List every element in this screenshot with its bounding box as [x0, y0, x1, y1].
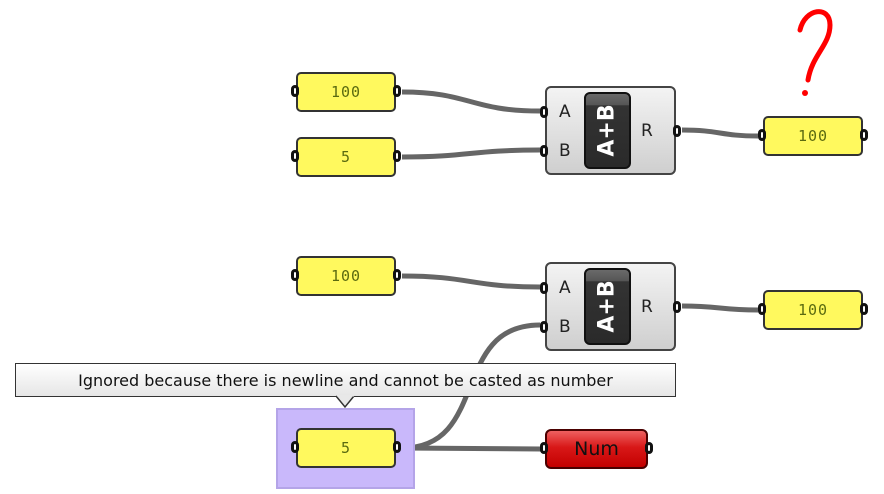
panel-bottom-a[interactable]: 100 [291, 256, 401, 296]
tooltip: Ignored because there is newline and can… [15, 363, 676, 397]
addition-component-bottom[interactable]: A B A+B R [540, 262, 681, 351]
component-icon: A+B [584, 92, 631, 169]
num-parameter[interactable]: Num [540, 429, 653, 469]
wire-top-r [681, 127, 759, 139]
input-grip[interactable] [758, 129, 766, 141]
input-grip[interactable] [540, 442, 548, 454]
output-grip[interactable] [393, 85, 401, 97]
input-a-grip[interactable] [540, 282, 548, 294]
input-grip[interactable] [758, 303, 766, 315]
output-r-grip[interactable] [673, 125, 681, 137]
wire-bottom-a [401, 273, 541, 290]
wire-bottom-r [681, 303, 759, 313]
panel-top-b[interactable]: 5 [291, 137, 401, 177]
panel-bottom-output[interactable]: 100 [758, 290, 868, 330]
addition-component-top[interactable]: A B A+B R [540, 86, 681, 175]
panel-value: 100 [797, 301, 829, 319]
output-grip[interactable] [860, 129, 868, 141]
panel-value: 100 [330, 267, 362, 285]
wire-bottom-num [401, 445, 542, 452]
output-grip[interactable] [860, 303, 868, 315]
panel-value: 100 [330, 83, 362, 101]
input-grip[interactable] [291, 150, 299, 162]
output-grip[interactable] [393, 269, 401, 281]
input-a-grip[interactable] [540, 106, 548, 118]
output-r-grip[interactable] [673, 301, 681, 313]
panel-top-output[interactable]: 100 [758, 116, 868, 156]
num-label: Num [574, 438, 619, 460]
output-grip[interactable] [645, 442, 653, 454]
pin-r-label: R [641, 297, 653, 317]
question-mark-annotation [797, 9, 833, 83]
input-b-grip[interactable] [540, 145, 548, 157]
tooltip-text: Ignored because there is newline and can… [78, 370, 613, 390]
pin-a-label: A [559, 102, 571, 122]
pin-r-label: R [641, 121, 653, 141]
panel-top-a[interactable]: 100 [291, 72, 401, 112]
output-grip[interactable] [393, 441, 401, 453]
tooltip-pointer [335, 395, 355, 409]
pin-a-label: A [559, 278, 571, 298]
panel-value: 5 [340, 148, 352, 166]
wire-top-b [401, 147, 541, 160]
component-icon: A+B [584, 268, 631, 345]
input-b-grip[interactable] [540, 321, 548, 333]
output-grip[interactable] [393, 150, 401, 162]
pin-b-label: B [559, 141, 571, 161]
input-grip[interactable] [291, 85, 299, 97]
pin-b-label: B [559, 317, 571, 337]
panel-value: 5 [340, 439, 352, 457]
panel-bottom-b[interactable]: 5 [291, 428, 401, 468]
wire-top-a [401, 89, 541, 114]
panel-value: 100 [797, 127, 829, 145]
question-mark-dot [802, 90, 808, 96]
input-grip[interactable] [291, 441, 299, 453]
input-grip[interactable] [291, 269, 299, 281]
